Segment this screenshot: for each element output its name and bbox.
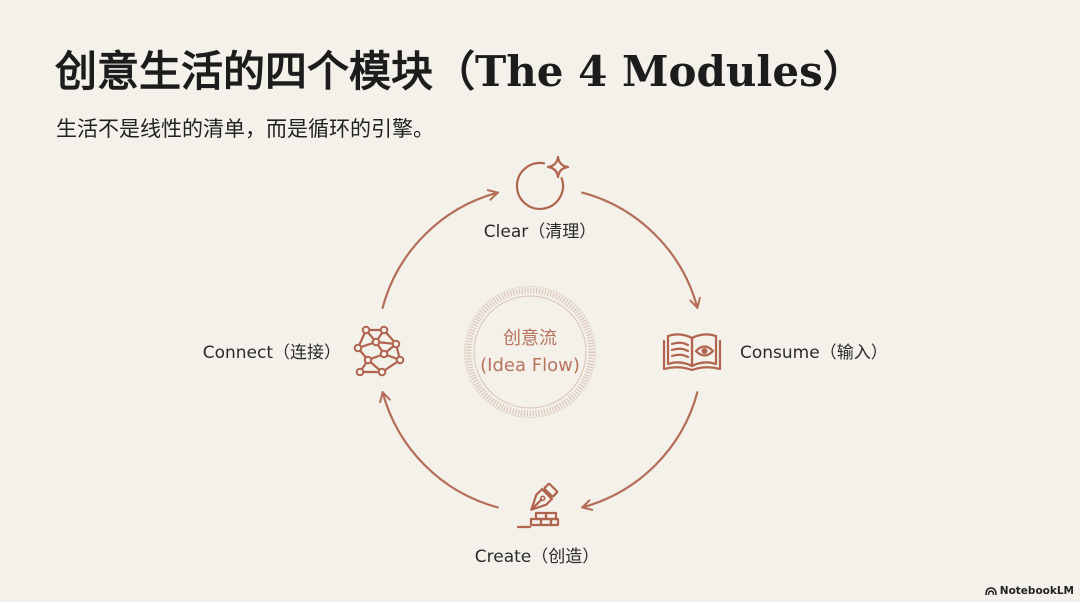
arrow-consume-to-create	[581, 391, 699, 511]
network-nodes-icon	[353, 325, 405, 377]
notebooklm-branding: NotebookLM	[984, 585, 1074, 597]
notebooklm-logo-icon	[984, 587, 997, 596]
slide-title: 创意生活的四个模块（The 4 Modules）	[55, 47, 865, 96]
module-label-create: Create（创造）	[475, 547, 600, 567]
module-create: Create（创造）	[475, 482, 600, 567]
sparkle-circle-icon	[515, 155, 570, 211]
center-subtitle: (Idea Flow)	[480, 355, 580, 376]
pen-nib-bricks-icon	[516, 482, 560, 529]
arrow-clear-to-consume	[581, 191, 701, 309]
center-hub: 创意流 (Idea Flow)	[464, 286, 596, 418]
module-label-connect: Connect（连接）	[203, 343, 341, 363]
module-connect: Connect（连接）	[203, 325, 405, 377]
module-consume: Consume（输入）	[662, 333, 888, 372]
notebooklm-logo-text: NotebookLM	[999, 585, 1074, 597]
center-title: 创意流	[503, 328, 557, 349]
module-label-consume: Consume（输入）	[740, 343, 888, 363]
book-eye-icon	[662, 333, 722, 372]
slide-subtitle: 生活不是线性的清单，而是循环的引擎。	[56, 117, 434, 141]
module-label-clear: Clear（清理）	[484, 222, 596, 242]
arrow-connect-to-clear	[381, 189, 499, 309]
arrow-create-to-connect	[379, 391, 499, 509]
module-clear: Clear（清理）	[484, 155, 596, 242]
